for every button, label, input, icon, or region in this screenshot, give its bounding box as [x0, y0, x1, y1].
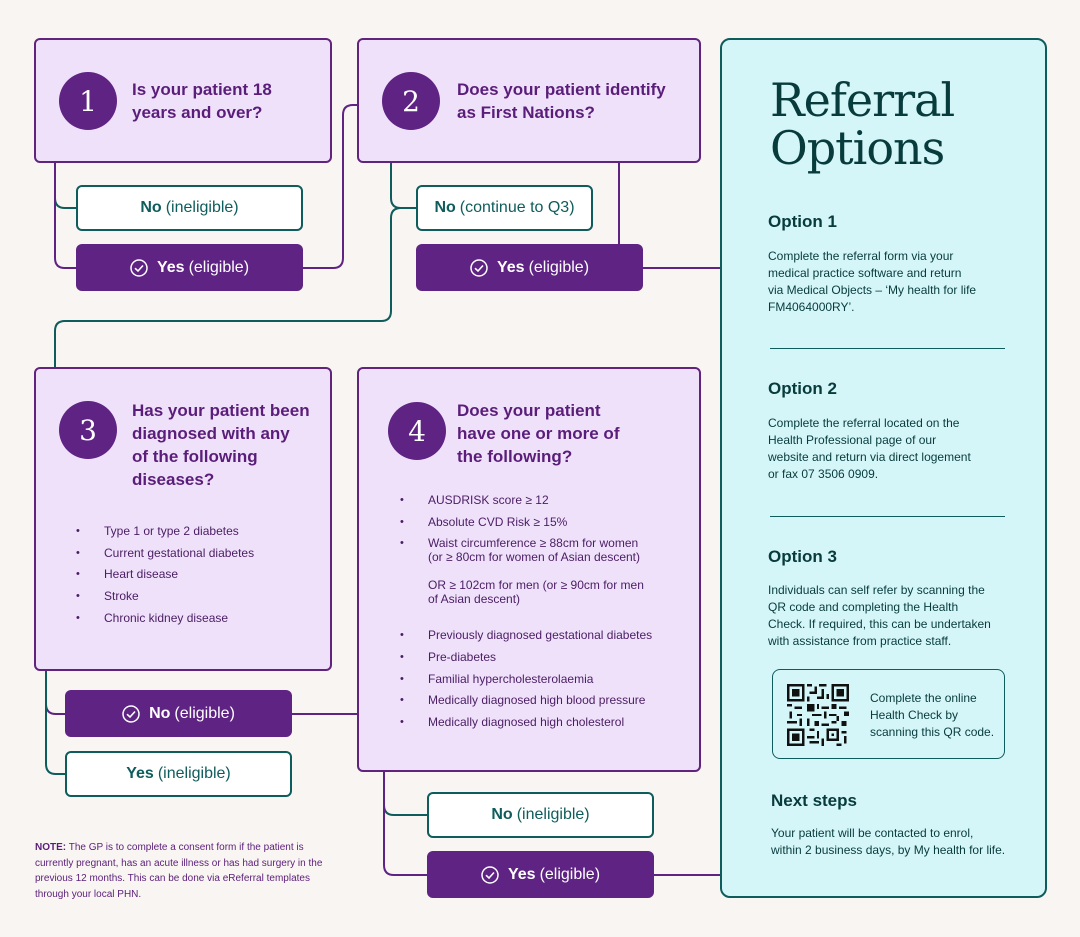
qr-code-caption: Complete the online Health Check by scan… [870, 691, 995, 739]
connector-q1-yes [54, 162, 76, 269]
option-1-body: Complete the referral form via your medi… [768, 249, 977, 314]
panel-title: Referral Options [770, 73, 955, 175]
list-item: Previously diagnosed gestational diabete… [400, 628, 690, 642]
list-item: Current gestational diabetes [76, 546, 316, 560]
question-4-number: 4 [388, 402, 446, 460]
q3-no-label: No [149, 704, 171, 722]
question-2-box: 2 Does your patient identify as First Na… [357, 38, 701, 163]
men-line-1: OR ≥ 102cm for men (or ≥ 90cm for men [428, 578, 644, 593]
q4-yes-label: Yes [507, 865, 536, 883]
q2-yes-label: Yes [496, 258, 525, 276]
option-2-title: Option 2 [768, 379, 837, 398]
referral-options-panel: Referral Options Option 1 Complete the r… [720, 38, 1047, 898]
question-3-box: 3 Has your patient been diagnosed with a… [34, 367, 332, 671]
list-item: OR ≥ 102cm for men (or ≥ 90cm for men of… [400, 578, 690, 606]
question-3-text: Has your patient been diagnosed with any… [132, 401, 310, 489]
list-item: Type 1 or type 2 diabetes [76, 524, 316, 538]
connector-q4-no [383, 771, 427, 816]
list-item: AUSDRISK score ≥ 12 [400, 493, 690, 507]
option-3-body: Individuals can self refer by scanning t… [768, 583, 991, 648]
q1-yes-label: Yes [156, 258, 185, 276]
list-item: Familial hypercholesterolaemia [400, 672, 690, 686]
q4-no-label: No [491, 806, 513, 823]
list-item: Absolute CVD Risk ≥ 15% [400, 515, 690, 529]
consent-note: NOTE: The GP is to complete a consent fo… [35, 840, 335, 902]
list-item: Medically diagnosed high blood pressure [400, 693, 690, 707]
q3-yes-label: Yes [126, 765, 154, 782]
q2-no-detail: (continue to Q3) [459, 199, 575, 216]
divider [770, 516, 1005, 517]
q3-no-detail: (eligible) [174, 704, 235, 722]
connector-q1-no [54, 162, 76, 209]
question-4-text: Does your patient have one or more of th… [457, 401, 620, 466]
q3-no-button[interactable]: No(eligible) [65, 690, 292, 737]
q1-yes-detail: (eligible) [188, 258, 250, 276]
connector-q2-no [390, 162, 416, 209]
option-1-title: Option 1 [768, 212, 837, 231]
note-label: NOTE: [35, 842, 67, 853]
q4-no-button[interactable]: No(ineligible) [427, 792, 654, 838]
connector-q2-to-q3 [54, 207, 416, 368]
q4-criteria-list: AUSDRISK score ≥ 12 Absolute CVD Risk ≥ … [400, 493, 690, 737]
q1-no-detail: (ineligible) [165, 199, 239, 216]
question-2-number: 2 [382, 72, 440, 130]
qr-code-box: Complete the online Health Check by scan… [772, 669, 1005, 759]
q1-no-label: No [140, 199, 162, 216]
q1-no-button[interactable]: No(ineligible) [76, 185, 303, 231]
check-icon [122, 704, 140, 723]
note-text: The GP is to complete a consent form if … [35, 842, 323, 900]
divider [770, 348, 1005, 349]
q2-no-label: No [434, 199, 456, 216]
question-4-box: 4 Does your patient have one or more of … [357, 367, 701, 772]
q2-no-button[interactable]: No(continue to Q3) [416, 185, 593, 231]
list-item: Chronic kidney disease [76, 611, 316, 625]
q2-yes-button[interactable]: Yes(eligible) [416, 244, 643, 291]
question-1-text: Is your patient 18 years and over? [132, 80, 272, 122]
q4-no-detail: (ineligible) [516, 806, 590, 823]
list-item: Medically diagnosed high cholesterol [400, 715, 690, 729]
q4-yes-button[interactable]: Yes(eligible) [427, 851, 654, 898]
connector-q4-yes [383, 771, 427, 876]
list-item: Pre-diabetes [400, 650, 690, 664]
question-1-number: 1 [59, 72, 117, 130]
check-icon [481, 865, 499, 884]
next-steps-body: Your patient will be contacted to enrol,… [771, 826, 1006, 857]
connector-q3-no [45, 670, 65, 715]
q3-yes-button[interactable]: Yes(ineligible) [65, 751, 292, 797]
q4-yes-detail: (eligible) [539, 865, 601, 883]
q3-disease-list: Type 1 or type 2 diabetes Current gestat… [76, 524, 316, 632]
q2-yes-detail: (eligible) [528, 258, 590, 276]
check-icon [470, 258, 488, 277]
option-3-title: Option 3 [768, 547, 837, 566]
option-2-body: Complete the referral located on the Hea… [768, 416, 971, 481]
waist-line-1: Waist circumference ≥ 88cm for women [428, 536, 639, 551]
connector-q1-to-q2 [303, 104, 358, 269]
check-icon [130, 258, 148, 277]
list-item: Heart disease [76, 567, 316, 581]
qr-code-icon[interactable] [787, 684, 849, 746]
waist-line-2: (or ≥ 80cm for women of Asian descent) [428, 550, 641, 565]
list-item: Waist circumference ≥ 88cm for women (or… [400, 536, 690, 564]
men-line-2: of Asian descent) [428, 592, 521, 607]
question-2-text: Does your patient identify as First Nati… [457, 80, 666, 122]
question-1-box: 1 Is your patient 18 years and over? [34, 38, 332, 163]
q3-yes-detail: (ineligible) [157, 765, 231, 782]
next-steps-title: Next steps [771, 791, 857, 810]
list-item: Stroke [76, 589, 316, 603]
q1-yes-button[interactable]: Yes(eligible) [76, 244, 303, 291]
question-3-number: 3 [59, 401, 117, 459]
connector-q3-yes [45, 670, 65, 775]
